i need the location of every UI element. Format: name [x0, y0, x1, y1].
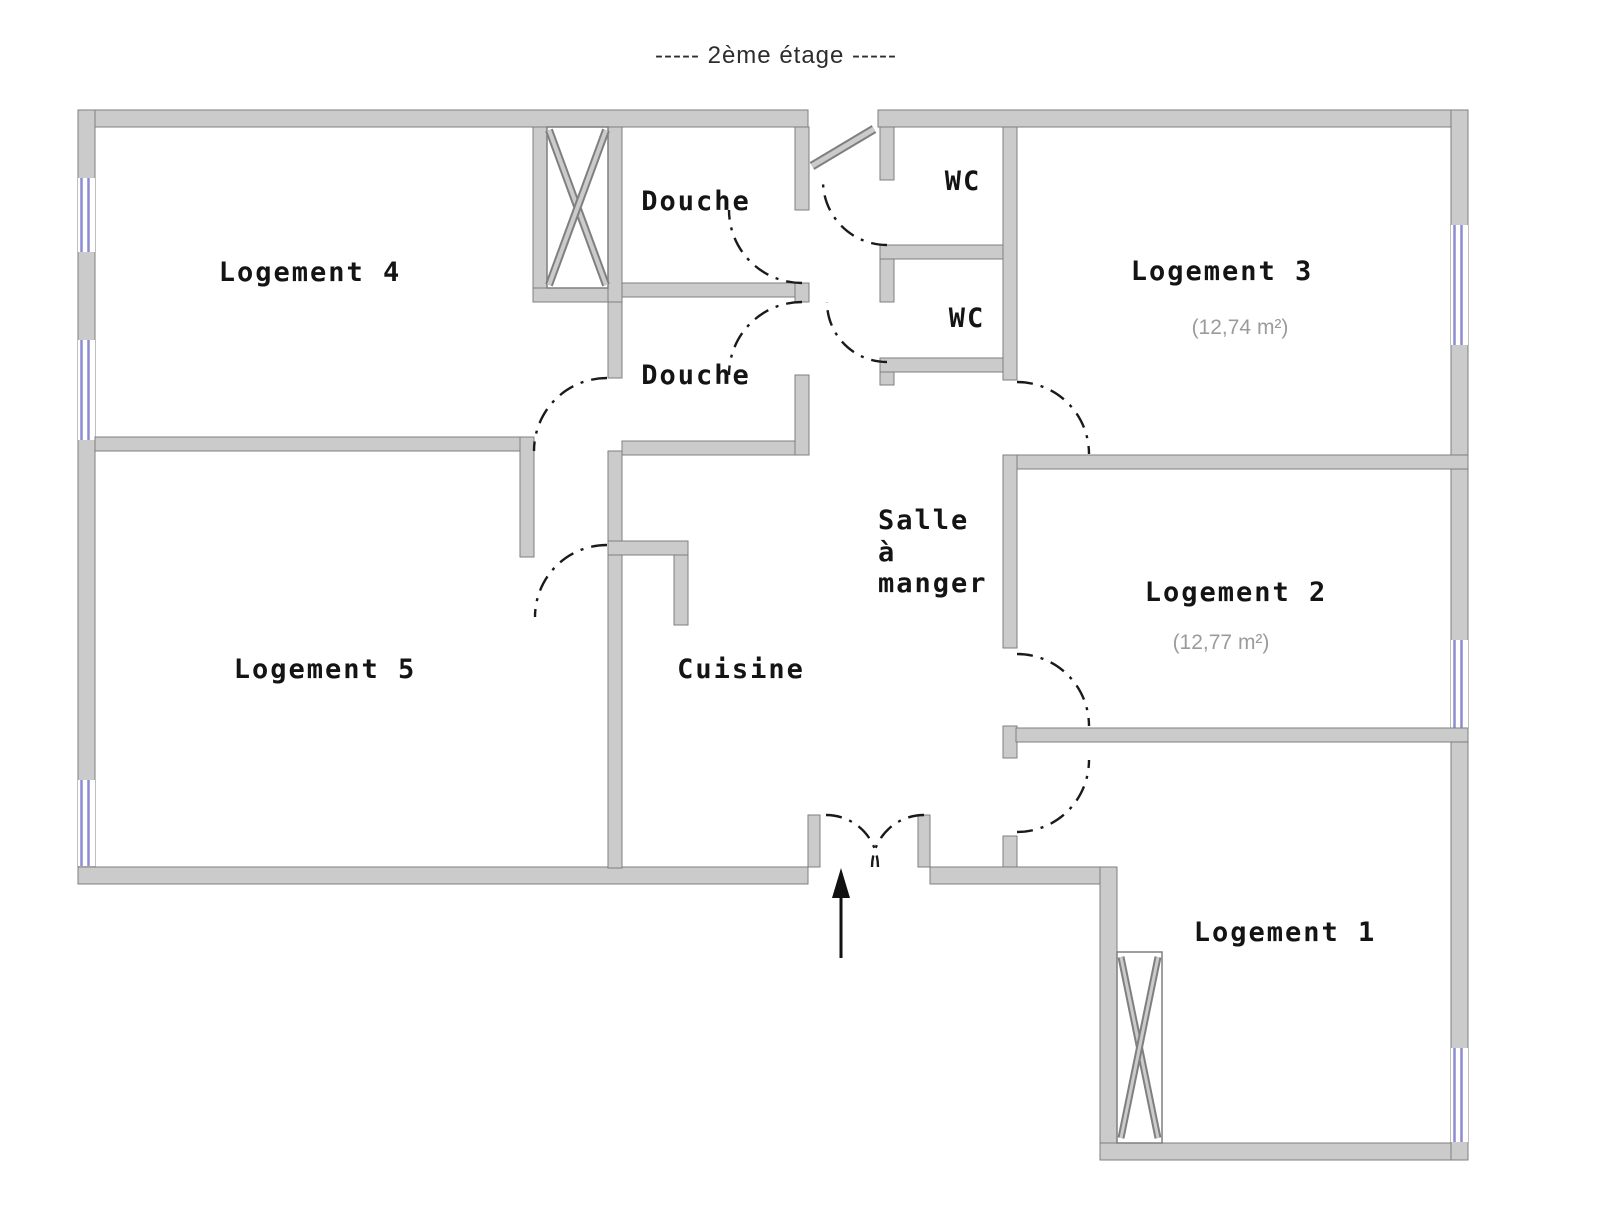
wall-segment	[519, 436, 535, 558]
interior-walls	[94, 126, 1469, 869]
wall-segment	[794, 374, 810, 456]
wall-segment	[1015, 727, 1469, 743]
wall-segment	[1450, 109, 1469, 1161]
wall-segment	[607, 301, 623, 379]
wall-segment	[607, 450, 623, 869]
room-labels: Logement 4 Douche Douche WC WC Logement …	[219, 166, 1377, 948]
room-label-logement-5: Logement 5	[234, 654, 417, 685]
door-swing-arc	[727, 209, 803, 285]
windows	[78, 178, 1468, 1142]
door-swing-arc	[1016, 380, 1091, 455]
wall-segment	[1002, 725, 1018, 759]
shaft-hatch-top	[545, 126, 610, 289]
door-swing-arc	[825, 301, 888, 364]
wall-segment	[807, 814, 821, 868]
wall-segment	[1002, 454, 1018, 649]
door-swing-arc	[727, 300, 803, 376]
room-label-douche-bottom: Douche	[641, 360, 751, 391]
floor-title: ----- 2ème étage -----	[654, 42, 898, 69]
wall-segment	[917, 814, 931, 868]
door-swing-arc	[533, 543, 608, 618]
door-arcs	[532, 180, 1091, 868]
wall-segment	[673, 554, 689, 626]
door-swing-arc	[1016, 759, 1091, 834]
outer-walls	[77, 109, 1469, 1161]
wall-segment	[879, 244, 1018, 260]
room-label-logement-1: Logement 1	[1194, 917, 1377, 948]
door-swing-arc	[532, 376, 608, 452]
wall-segment	[1099, 1142, 1469, 1161]
wall-segment	[94, 436, 521, 452]
room-label-wc-top: WC	[945, 166, 982, 197]
window	[78, 340, 95, 440]
room-label-cuisine: Cuisine	[677, 654, 805, 685]
room-area-logement-3: (12,74 m²)	[1192, 316, 1289, 339]
window	[78, 178, 95, 252]
window	[1451, 1048, 1468, 1142]
wall-segment	[1002, 126, 1018, 381]
wall-segment	[794, 126, 810, 211]
wall-segment	[1002, 835, 1018, 868]
room-label-salle-line1: Salle	[878, 505, 969, 536]
wall-segment	[621, 440, 796, 456]
room-label-douche-top: Douche	[641, 186, 751, 217]
wall-segment	[607, 540, 689, 556]
wall-segment	[879, 357, 1018, 373]
wall-segment	[77, 866, 809, 885]
room-label-logement-4: Logement 4	[219, 257, 402, 288]
wall-segment	[929, 866, 1118, 885]
wall-segment	[1099, 866, 1118, 1161]
wall-segment	[877, 109, 1469, 128]
window	[1451, 640, 1468, 728]
door-swing-arc	[1016, 652, 1091, 727]
stair-door-leaf	[809, 125, 877, 170]
window	[78, 780, 95, 866]
wall-segment	[879, 126, 895, 181]
room-label-wc-bottom: WC	[949, 303, 986, 334]
room-area-logement-2: (12,77 m²)	[1173, 631, 1270, 654]
room-label-logement-2: Logement 2	[1145, 577, 1328, 608]
wall-segment	[607, 126, 623, 303]
wall-segment	[77, 109, 809, 128]
door-swing-arc	[870, 813, 925, 868]
room-label-salle-line2: à	[878, 537, 896, 568]
entrance-arrow	[832, 868, 850, 958]
wall-segment	[1015, 454, 1469, 470]
room-label-logement-3: Logement 3	[1131, 256, 1314, 287]
wall-segment	[794, 282, 810, 303]
door-swing-arc	[825, 813, 880, 868]
door-swing-arc	[821, 180, 888, 247]
wall-segment	[532, 126, 548, 303]
wall-segment	[621, 282, 796, 298]
window	[1451, 225, 1468, 345]
room-label-salle-line3: manger	[878, 568, 988, 599]
shaft-hatch-logement1	[1116, 951, 1163, 1144]
